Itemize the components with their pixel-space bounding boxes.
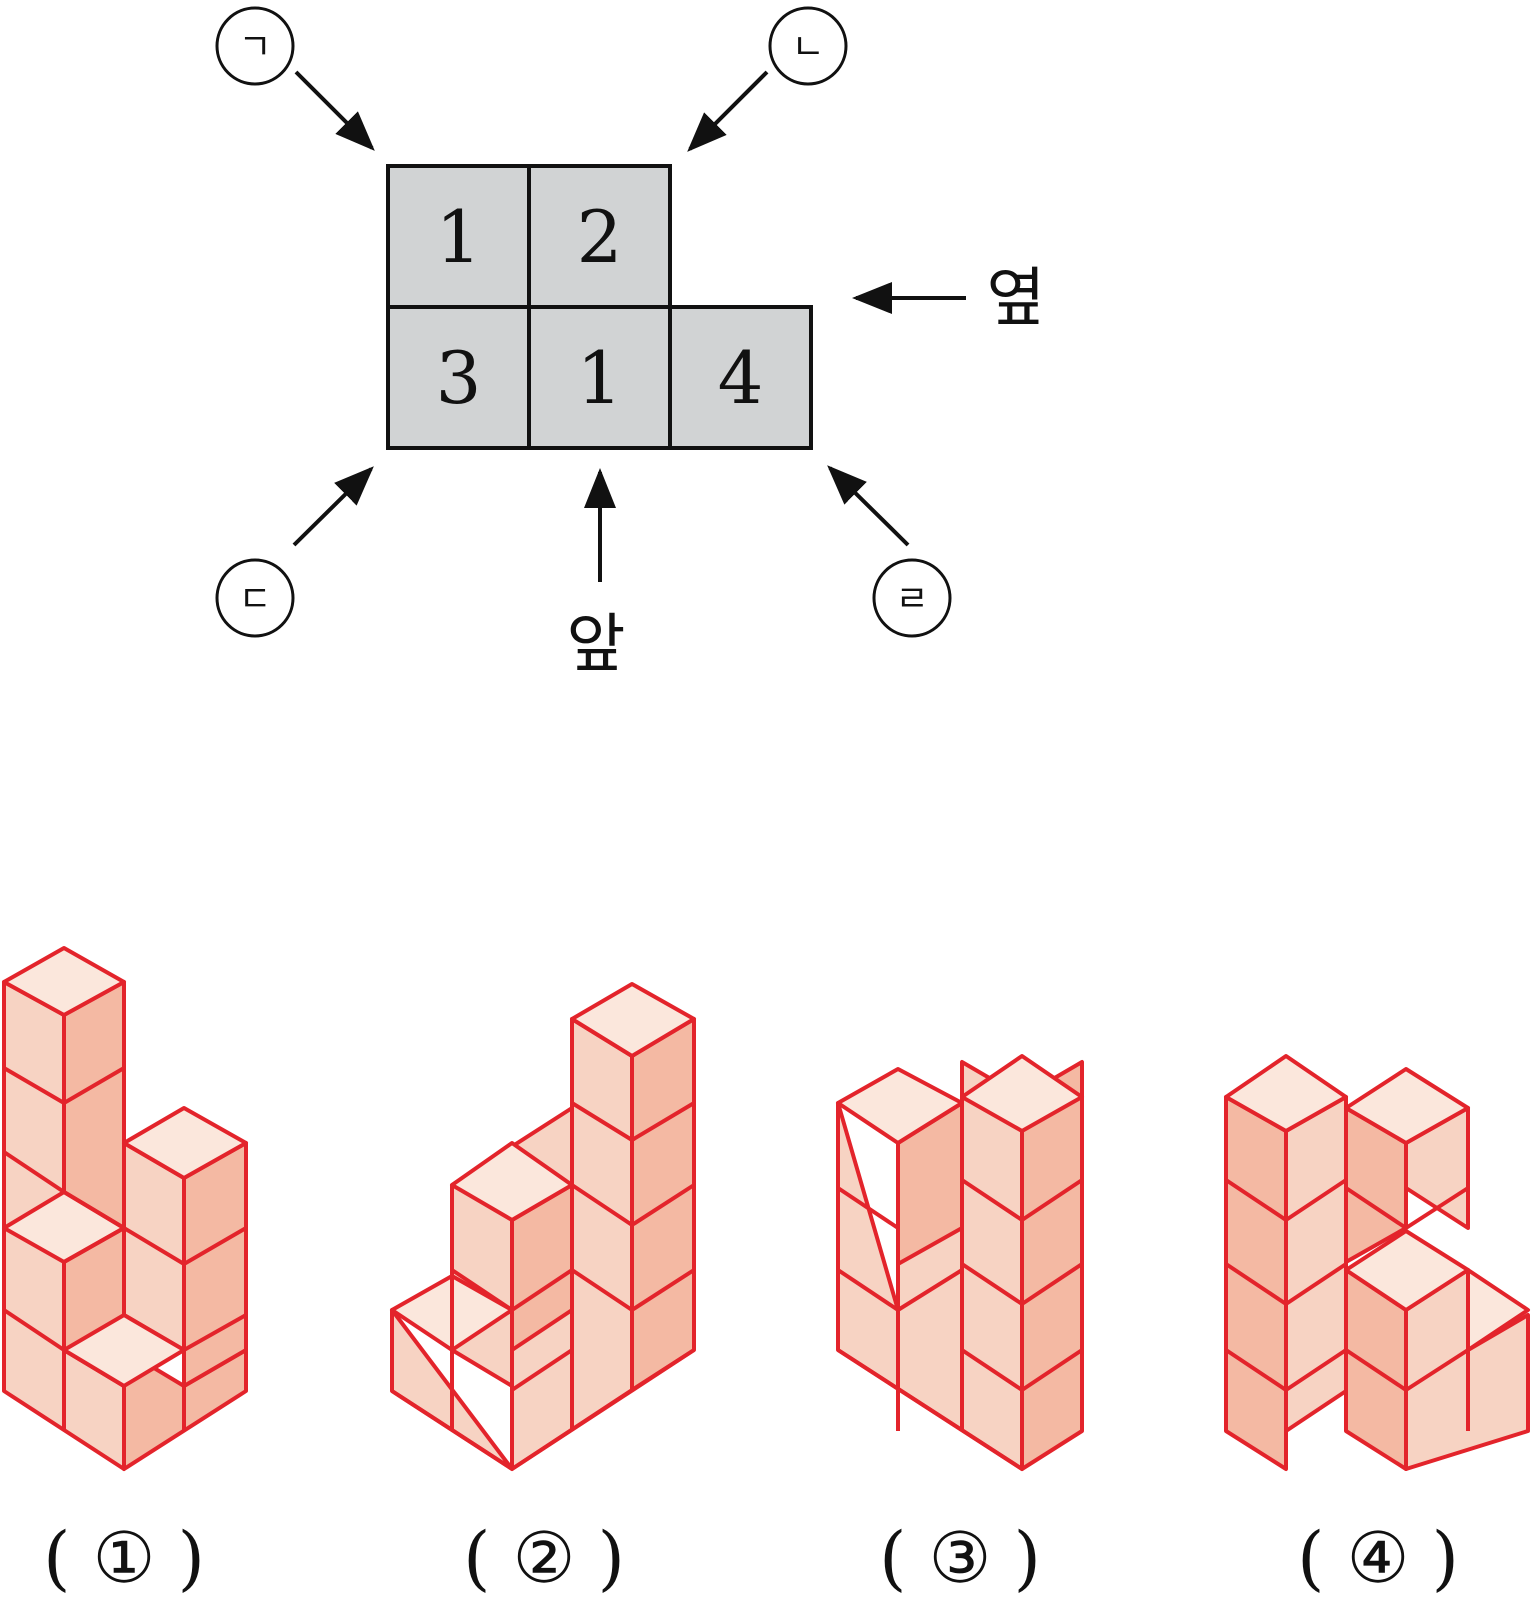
label-tl-text: ㄱ	[238, 27, 271, 68]
cube-edge	[1284, 1348, 1348, 1392]
label-tr-text: ㄴ	[791, 27, 824, 68]
cube-edge	[570, 1268, 634, 1312]
cube-edge	[182, 1226, 248, 1266]
cell-value: 2	[577, 195, 623, 279]
top-view-grid: 1 2 3 1 4	[386, 164, 813, 450]
cube-edge	[1224, 1348, 1288, 1392]
cube-edge	[896, 1268, 964, 1312]
cube-face-right	[1284, 1095, 1348, 1433]
cube-edge	[960, 1348, 1024, 1392]
arrow-tl	[294, 70, 375, 151]
cube-edge	[510, 1348, 574, 1392]
cube-face-right	[182, 1141, 248, 1388]
cube-edge	[960, 1262, 1024, 1306]
cube-edge	[1284, 1262, 1348, 1306]
cube-edge	[510, 1348, 696, 1471]
option-3-label[interactable]: ( ③ )	[879, 1517, 1041, 1599]
cube-edge	[1284, 1178, 1348, 1222]
cube-edge	[62, 1190, 126, 1230]
cube-edge	[1224, 1178, 1288, 1222]
cell-value: 1	[577, 336, 623, 420]
cube-edge	[960, 1178, 1024, 1222]
side-label: 옆	[987, 262, 1046, 336]
cell-value: 4	[718, 336, 764, 420]
cube-edge	[630, 1101, 696, 1142]
label-br: ㄹ	[872, 558, 952, 638]
option-1-label[interactable]: ( ① )	[43, 1517, 205, 1599]
cube-edge	[1020, 1348, 1084, 1392]
cube-edge	[570, 1183, 634, 1227]
cube-face-top	[1224, 1054, 1348, 1133]
front-label: 앞	[567, 608, 626, 682]
label-bl: ㄷ	[215, 558, 295, 638]
cube-edge	[390, 1389, 514, 1471]
option-4-label[interactable]: ( ④ )	[1297, 1517, 1459, 1599]
arrow-bl	[292, 466, 374, 547]
cube-edge	[62, 1066, 126, 1105]
label-tr: ㄴ	[768, 6, 848, 86]
cube-edge	[1020, 1178, 1084, 1222]
view-arrows	[292, 70, 966, 582]
cube-edge	[1404, 1348, 1470, 1392]
cube-edge	[2, 1150, 66, 1194]
cube-edge	[450, 1268, 514, 1312]
grid-cell: 4	[668, 305, 813, 450]
cube-edge	[183, 1313, 247, 1352]
cube-edge	[630, 1268, 696, 1312]
cube-edge	[1020, 1262, 1084, 1306]
cube-edge	[1224, 1262, 1288, 1306]
grid-cell: 2	[527, 164, 672, 309]
cube-edge	[2, 1308, 66, 1352]
cube-edge	[1344, 1186, 1408, 1230]
cube-edge	[1404, 1186, 1470, 1230]
cube-face-top	[1466, 1268, 1530, 1352]
cube-edge	[63, 1226, 125, 1264]
arrow-br	[827, 465, 910, 547]
grid-cell: 1	[527, 305, 672, 450]
cube-edge	[836, 1348, 1024, 1471]
cell-value: 3	[436, 336, 482, 420]
grid-cell: 3	[386, 305, 531, 450]
grid-cell: 1	[386, 164, 531, 309]
label-bl-text: ㄷ	[238, 579, 271, 620]
arrow-tr	[687, 70, 769, 152]
cube-edge	[570, 1101, 634, 1142]
option-2-label[interactable]: ( ② )	[463, 1517, 625, 1599]
cell-value: 1	[436, 195, 482, 279]
cube-edge	[122, 1226, 186, 1266]
cube-edge	[2, 1066, 66, 1105]
option-3-structure	[836, 1054, 1084, 1471]
cube-edge	[1344, 1348, 1408, 1392]
label-tl: ㄱ	[215, 6, 295, 86]
cube-edge	[630, 1183, 696, 1227]
cube-face-top	[1344, 1067, 1470, 1145]
label-br-text: ㄹ	[895, 579, 928, 620]
option-4-structure	[1224, 1054, 1530, 1471]
option-1-structure	[2, 946, 248, 1471]
cube-edge	[836, 1186, 900, 1230]
cube-edge	[836, 1268, 900, 1312]
cube-edge	[510, 1268, 574, 1312]
option-2-structure	[390, 982, 696, 1471]
